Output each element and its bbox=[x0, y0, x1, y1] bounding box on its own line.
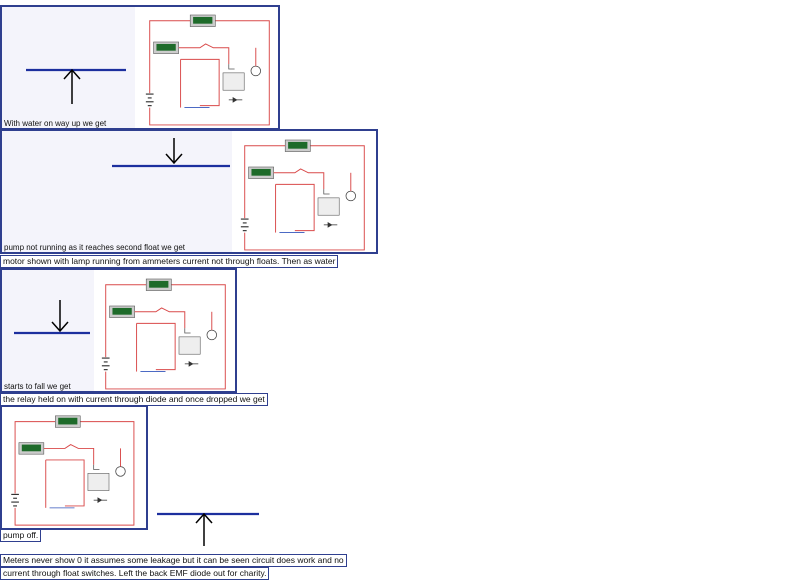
water-level-indicator bbox=[157, 512, 259, 546]
caption-6: pump off. bbox=[0, 529, 42, 542]
water-level-indicator bbox=[14, 300, 90, 335]
caption-1: With water on way up we get bbox=[4, 119, 107, 128]
panel-water-rising: With water on way up we get bbox=[0, 5, 280, 130]
panel-pump-off bbox=[0, 405, 148, 530]
water-level-indicator bbox=[112, 138, 230, 168]
caption-7: Meters never show 0 it assumes some leak… bbox=[0, 554, 347, 567]
panel-water-falling: starts to fall we get bbox=[0, 268, 237, 393]
circuit-diagram bbox=[237, 135, 372, 253]
caption-2: pump not running as it reaches second fl… bbox=[4, 243, 185, 252]
caption-3: motor shown with lamp running from ammet… bbox=[0, 255, 339, 268]
caption-8: current through float switches. Left the… bbox=[0, 567, 270, 580]
circuit-diagram bbox=[7, 412, 142, 527]
caption-4: starts to fall we get bbox=[4, 382, 71, 391]
circuit-diagram bbox=[142, 10, 277, 128]
panel-second-float: pump not running as it reaches second fl… bbox=[0, 129, 378, 254]
circuit-diagram bbox=[98, 274, 233, 392]
water-level-indicator bbox=[26, 68, 126, 104]
